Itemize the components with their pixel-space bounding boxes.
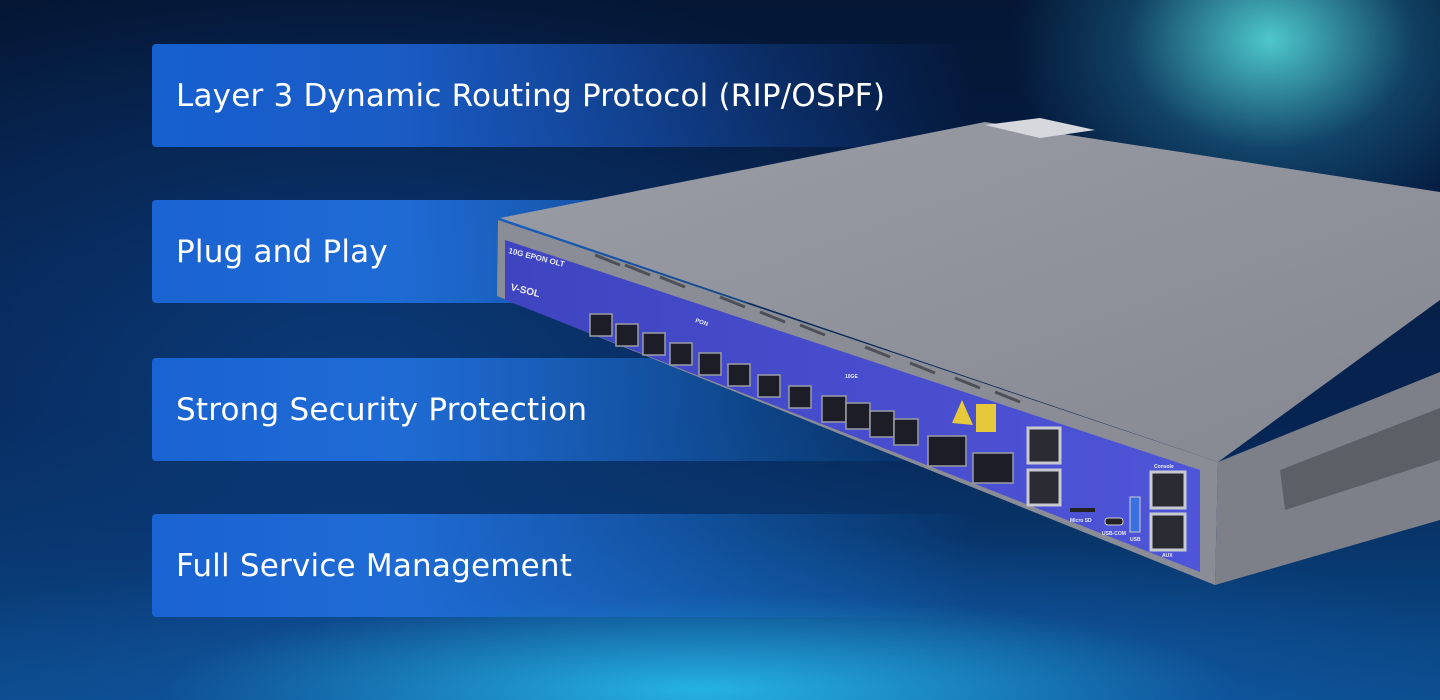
console-label: Console	[1154, 464, 1174, 470]
warning-sticker	[976, 404, 996, 432]
feature-label: Full Service Management	[176, 547, 573, 584]
vents	[594, 253, 1021, 404]
rj45-ports	[1026, 426, 1187, 552]
feature-routing-protocol: Layer 3 Dynamic Routing Protocol (RIP/OS…	[152, 44, 972, 147]
aux-label: AUX	[1162, 553, 1173, 559]
pon-group-label: PON	[694, 318, 708, 328]
feature-label: Layer 3 Dynamic Routing Protocol (RIP/OS…	[176, 77, 886, 114]
chassis-top	[500, 122, 1440, 462]
feature-security: Strong Security Protection	[152, 358, 972, 461]
usb-com-label: USB-COM	[1102, 531, 1126, 537]
micro-sd-slot	[1070, 508, 1095, 512]
laser-warning-icon	[952, 400, 973, 425]
feature-service-management: Full Service Management	[152, 514, 972, 617]
micro-sd-label: Micro SD	[1070, 518, 1092, 524]
feature-label: Plug and Play	[176, 233, 388, 270]
label-sticker	[985, 118, 1095, 138]
usb-label: USB	[1130, 537, 1141, 543]
side-vent	[1280, 408, 1440, 510]
uplink-group-label: 10GE	[845, 374, 858, 380]
sfp-ports	[589, 313, 1014, 484]
usb-c-port	[1104, 517, 1124, 526]
feature-label: Strong Security Protection	[176, 391, 588, 428]
usb-port	[1129, 496, 1141, 533]
